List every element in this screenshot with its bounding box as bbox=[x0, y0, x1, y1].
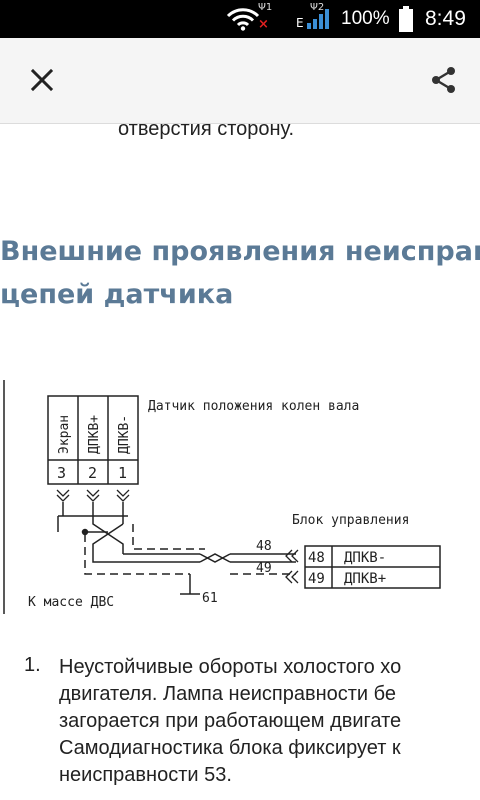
section-heading-line-1: Внешние проявления неисправн bbox=[0, 236, 480, 267]
list-item-line: загорается при работающем двигате bbox=[59, 710, 402, 732]
wire-label-49: 49 bbox=[256, 561, 272, 576]
pin-name-dpkv-minus: ДПКВ- bbox=[117, 415, 132, 454]
network-type: E bbox=[296, 16, 304, 30]
wire-label-48: 48 bbox=[256, 539, 272, 554]
pin-name-dpkv-plus: ДПКВ+ bbox=[87, 415, 102, 454]
close-button[interactable] bbox=[22, 60, 62, 100]
ground-pin-number: 61 bbox=[202, 591, 218, 606]
share-icon bbox=[432, 67, 455, 93]
close-icon bbox=[30, 68, 54, 92]
block-pin-number-49: 49 bbox=[308, 571, 325, 587]
status-bar: Ψ1 × E Ψ2 100% 8:49 bbox=[0, 0, 480, 38]
ground-label: К массе ДВС bbox=[28, 595, 114, 610]
list-item-line: Самодиагностика блока фиксирует к bbox=[59, 737, 401, 759]
block-pin-name-dpkv-minus: ДПКВ- bbox=[344, 550, 386, 566]
pin-name-screen: Экран bbox=[57, 415, 72, 454]
signal-icon bbox=[305, 0, 335, 38]
clock: 8:49 bbox=[425, 7, 466, 30]
sim1-label: Ψ1 bbox=[258, 2, 273, 13]
article-content[interactable]: отверстия сторону. Внешние проявления не… bbox=[0, 124, 480, 800]
battery-percent: 100% bbox=[341, 8, 390, 29]
list-item-line: неисправности 53. bbox=[59, 764, 232, 786]
pin-number-2: 2 bbox=[88, 464, 97, 482]
section-heading-line-2: цепей датчика bbox=[0, 279, 234, 310]
sensor-title: Датчик положения колен вала bbox=[148, 399, 359, 414]
list-item-line: двигателя. Лампа неисправности бе bbox=[59, 683, 396, 705]
no-signal-icon: × bbox=[258, 17, 269, 32]
list-item-line: Неустойчивые обороты холостого хо bbox=[59, 656, 402, 678]
pin-number-1: 1 bbox=[118, 464, 127, 482]
wiring-diagram: Экран ДПКВ+ ДПКВ- 3 2 1 Датчик положения… bbox=[3, 380, 441, 614]
list-item-number: 1. bbox=[24, 654, 41, 676]
wifi-icon bbox=[226, 0, 266, 38]
sim2-label: Ψ2 bbox=[310, 2, 325, 13]
article-text-fragment: отверстия сторону. bbox=[118, 124, 295, 140]
pin-number-3: 3 bbox=[57, 464, 66, 482]
section-heading: Внешние проявления неисправн цепей датчи… bbox=[0, 230, 480, 316]
block-pin-number-48: 48 bbox=[308, 550, 325, 566]
block-pin-name-dpkv-plus: ДПКВ+ bbox=[344, 571, 386, 587]
share-button[interactable] bbox=[424, 60, 464, 100]
block-title: Блок управления bbox=[292, 513, 409, 528]
battery-icon bbox=[398, 0, 414, 38]
list-item-text: Неустойчивые обороты холостого хо двигат… bbox=[59, 654, 480, 789]
app-bar bbox=[0, 38, 480, 124]
